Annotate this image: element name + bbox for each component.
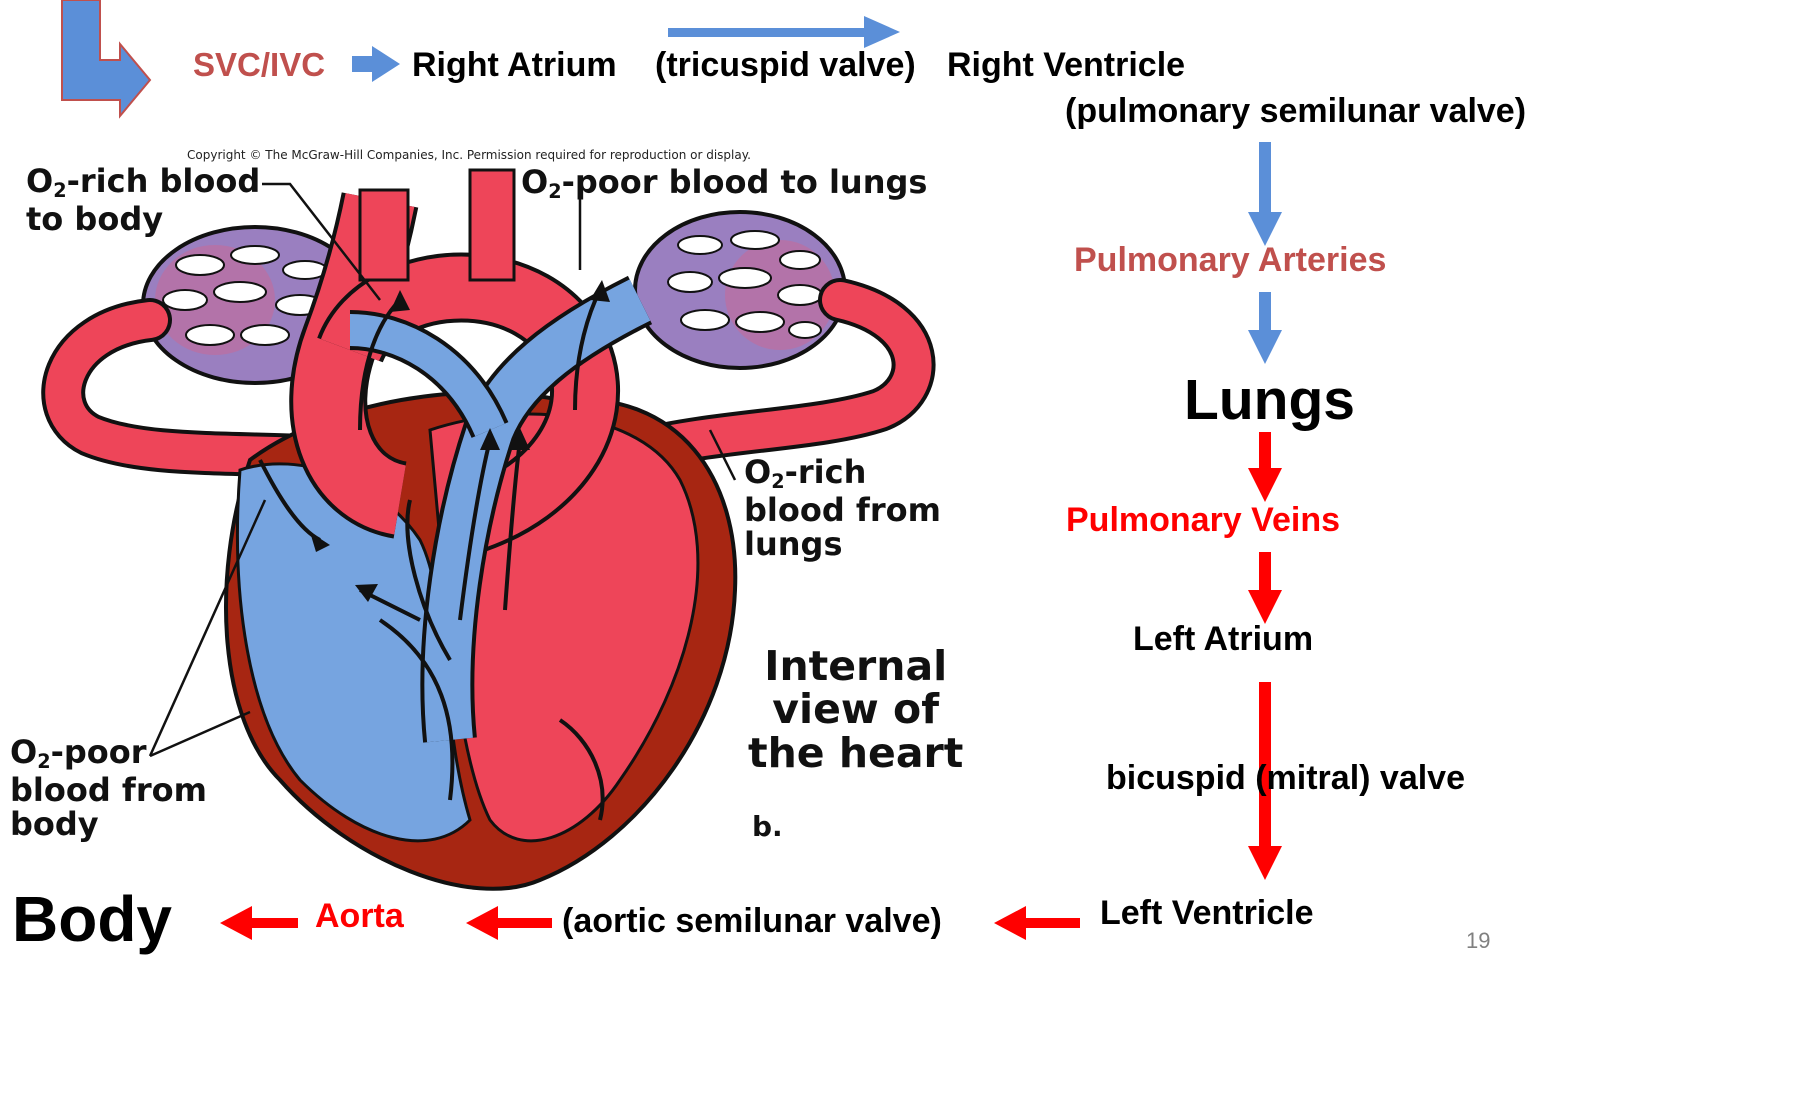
arrow-tricuspid <box>668 16 900 48</box>
label-left-ventricle: Left Ventricle <box>1100 896 1314 930</box>
arrow-to-pulmonary-arteries <box>1248 142 1282 246</box>
label-svc-ivc: SVC/IVC <box>193 48 325 81</box>
label-pulmonary-semilunar-valve: (pulmonary semilunar valve) <box>1065 94 1526 128</box>
arrow-to-left-atrium <box>1248 552 1282 624</box>
label-left-atrium: Left Atrium <box>1133 622 1313 656</box>
label-pulmonary-arteries: Pulmonary Arteries <box>1074 243 1386 277</box>
label-right-ventricle: Right Ventricle <box>947 48 1185 82</box>
label-body: Body <box>12 887 172 951</box>
label-right-atrium: Right Atrium <box>412 48 617 82</box>
arrow-to-lungs <box>1248 292 1282 364</box>
label-pulmonary-veins: Pulmonary Veins <box>1066 503 1340 537</box>
arrow-to-pulmonary-veins <box>1248 432 1282 502</box>
arrow-svc-to-ra <box>352 46 400 82</box>
arrow-aorta-to-body <box>220 906 298 940</box>
label-tricuspid-valve: (tricuspid valve) <box>655 48 916 82</box>
label-aorta: Aorta <box>315 899 404 933</box>
slide-number: 19 <box>1466 930 1490 952</box>
label-aortic-semilunar-valve: (aortic semilunar valve) <box>562 904 942 938</box>
start-arrow-icon <box>62 0 150 116</box>
label-bicuspid-valve: bicuspid (mitral) valve <box>1106 761 1465 795</box>
label-lungs: Lungs <box>1184 372 1355 429</box>
arrow-aortic-valve-to-aorta <box>466 906 552 940</box>
arrow-lv-to-aortic-valve <box>994 906 1080 940</box>
